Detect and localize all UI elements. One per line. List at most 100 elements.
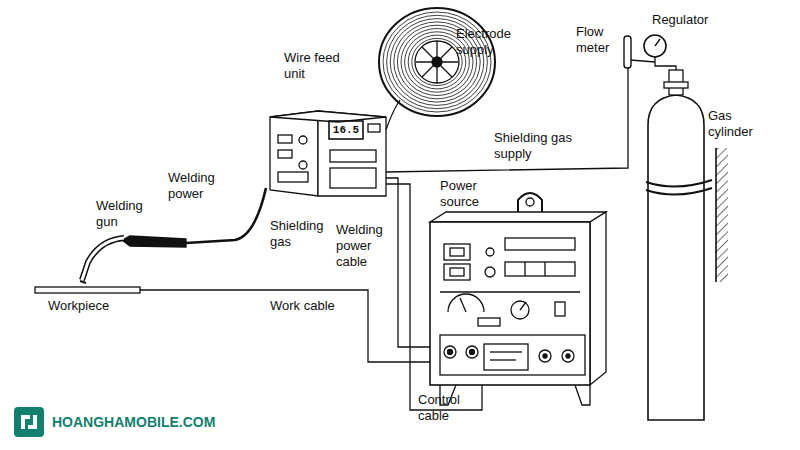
- welding-gun: [80, 281, 86, 283]
- power-source: [450, 268, 464, 276]
- part-label: Wire feed unit: [284, 50, 364, 82]
- power-source: [450, 248, 464, 256]
- regulator: [644, 35, 666, 57]
- wire-feed-unit: [278, 172, 308, 182]
- part-label: Welding gun: [96, 198, 156, 230]
- electrode-reel: [422, 47, 452, 77]
- wire-feed-unit: [270, 111, 318, 196]
- power-source: [485, 267, 495, 277]
- part-label: Control cable: [418, 392, 488, 424]
- gas-cylinder: [646, 180, 712, 195]
- electrode-reel: [415, 41, 459, 83]
- wire-feed-unit: [278, 150, 292, 158]
- wire-feed-unit: [329, 121, 363, 139]
- workpiece: [35, 287, 140, 293]
- gas-cylinder: [646, 70, 712, 420]
- wire-feed-unit: [299, 136, 307, 144]
- workpiece: [35, 287, 140, 293]
- wire-feed-unit: [278, 135, 292, 143]
- power-source: [460, 298, 466, 312]
- power-source: [505, 238, 575, 250]
- part-label: Flow meter: [576, 24, 622, 56]
- power-source: [470, 350, 475, 355]
- power-source: [440, 385, 590, 405]
- electrode-reel: [412, 38, 462, 85]
- cables: [386, 68, 628, 172]
- welding-gun: [80, 188, 266, 283]
- part-label: Shielding gas supply: [494, 130, 584, 162]
- power-source: [484, 344, 528, 370]
- power-source: [590, 212, 606, 385]
- power-source: [430, 222, 590, 385]
- flow-meter: [624, 36, 631, 68]
- watermark-logo: [21, 415, 37, 429]
- power-source: [490, 359, 516, 360]
- part-label: Power source: [440, 178, 500, 210]
- wire-feed-unit: [299, 161, 307, 169]
- part-label: Shielding gas: [270, 218, 330, 250]
- welding-gun: [82, 238, 124, 280]
- power-source: [430, 193, 606, 405]
- regulator: [655, 57, 676, 70]
- wire-feed-unit: [318, 111, 386, 196]
- wire-feed-unit: [368, 124, 380, 132]
- wall: [715, 148, 717, 282]
- flow-meter: [624, 36, 631, 68]
- electrode-reel: [422, 47, 452, 77]
- power-source: [490, 351, 522, 352]
- gas-cylinder: [648, 95, 704, 420]
- electrode-reel: [379, 8, 495, 116]
- power-source: [539, 350, 551, 362]
- power-source: [440, 291, 580, 292]
- regulator: [630, 35, 676, 70]
- power-source: [444, 264, 470, 280]
- power-source: [505, 262, 575, 276]
- part-label: Welding power cable: [336, 222, 394, 270]
- part-label: Workpiece: [48, 298, 158, 314]
- cables: [140, 68, 628, 410]
- power-source: [562, 350, 574, 362]
- power-source: [444, 244, 470, 260]
- part-label: Welding power: [168, 170, 230, 202]
- regulator: [655, 39, 660, 46]
- part-label: Electrode supply: [456, 26, 528, 58]
- power-source: [520, 302, 526, 310]
- part-label: Gas cylinder: [708, 108, 768, 140]
- power-source: [544, 262, 545, 276]
- power-source: [430, 212, 606, 222]
- power-source: [555, 302, 565, 316]
- wall: [716, 148, 728, 282]
- welding-gun: [122, 236, 186, 247]
- electrode-reel: [386, 100, 400, 130]
- part-label: Work cable: [270, 298, 380, 314]
- gas-cylinder: [664, 82, 688, 88]
- power-source: [526, 198, 534, 206]
- part-label: Regulator: [652, 12, 732, 28]
- wire-feed-unit: [330, 168, 376, 188]
- regulator: [630, 60, 655, 62]
- power-source: [566, 354, 570, 358]
- power-source: [486, 248, 494, 256]
- power-source: [543, 354, 547, 358]
- power-source: [448, 294, 484, 312]
- power-source: [478, 318, 500, 326]
- watermark-logo: [14, 407, 44, 437]
- display-reading: 16.5: [329, 122, 363, 138]
- watermark: HOANGHAMOBILE.COM: [52, 414, 272, 430]
- welding-gun: [82, 238, 124, 280]
- wire-feed-unit: [330, 150, 376, 162]
- cables: [140, 290, 450, 362]
- wire-feed-unit: [270, 111, 386, 196]
- power-source: [511, 301, 529, 319]
- watermark-logo: [14, 407, 44, 437]
- wall: [716, 148, 728, 282]
- wire-feed-unit: [270, 111, 386, 122]
- power-source: [518, 193, 542, 212]
- power-source: [448, 350, 453, 355]
- power-source: [466, 346, 478, 358]
- power-source: [444, 346, 456, 358]
- power-source: [524, 262, 525, 276]
- power-source: [440, 335, 585, 375]
